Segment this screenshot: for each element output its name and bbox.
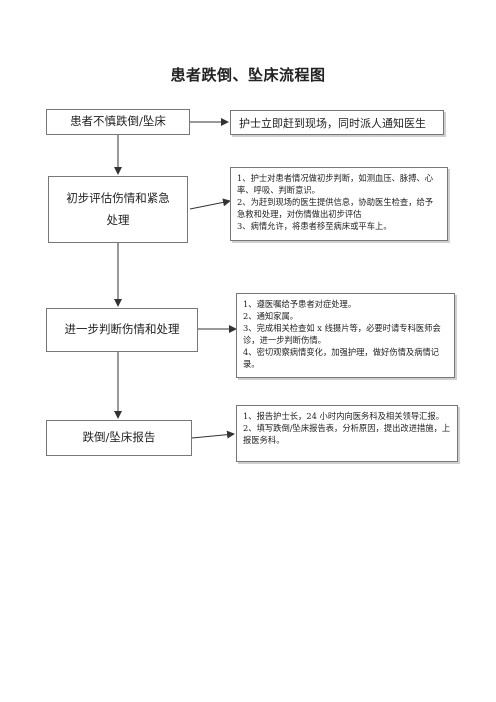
step-3-detail-box: 1、遵医嘱给予患者对症处理。 2、通知家属。 3、完成相关检查如 x 线摄片等，… [236,293,455,378]
step-3-box: 进一步判断伤情和处理 [46,308,198,352]
step-1-label: 患者不慎跌倒/坠床 [70,114,166,129]
step-2-detail-box: 1、护士对患者情况做初步判断，如测血压、脉搏、心率、呼吸、判断意识。 2、为赶到… [230,167,448,241]
step-4-detail-1: 1、报告护士长，24 小时内向医务科及相关领导汇报。 [243,411,445,421]
step-2-label-line-2: 处理 [106,212,130,227]
step-3-detail-2: 2、通知家属。 [243,311,299,322]
step-4-box: 跌倒/坠床报告 [46,420,192,456]
step-2-detail-1: 1、护士对患者情况做初步判断，如测血压、脉搏、心率、呼吸、判断意识。 [237,173,434,196]
page-title: 患者跌倒、坠床流程图 [170,66,326,84]
step-2-label-line-1: 初步评估伤情和紧急 [66,190,170,205]
step-3-detail-1: 1、遵医嘱给予患者对症处理。 [243,299,357,309]
arrow-right-2 [189,198,231,210]
step-2-detail-3: 3、病情允许，将患者移至病床或平车上。 [237,221,392,232]
step-4-detail-2: 2、填写跌倒/坠床报告表，分析原因，提出改进措施，上报医务科。 [243,423,451,446]
step-1-detail-box: 护士立即赶到现场，同时派人通知医生 [230,110,444,135]
step-1-detail: 护士立即赶到现场，同时派人通知医生 [239,116,426,130]
arrow-right-4 [191,430,235,439]
step-3-detail-3: 3、完成相关检查如 x 线摄片等，必要时请专科医师会诊，进一步判断伤情。 [243,323,441,346]
step-4-detail-box: 1、报告护士长，24 小时内向医务科及相关领导汇报。 2、填写跌倒/坠床报告表，… [236,405,458,462]
step-2-detail-2: 2、为赶到现场的医生提供信息，协助医生检查，给予急救和处理，对伤情做出初步评估 [237,197,434,220]
step-2-box: 初步评估伤情和紧急 处理 [48,176,188,243]
step-1-box: 患者不慎跌倒/坠床 [46,109,190,135]
step-4-label: 跌倒/坠床报告 [82,430,156,445]
step-3-detail-4: 4、密切观察病情变化，加强护理，做好伤情及病情记录。 [243,347,440,370]
step-3-label: 进一步判断伤情和处理 [64,322,180,337]
